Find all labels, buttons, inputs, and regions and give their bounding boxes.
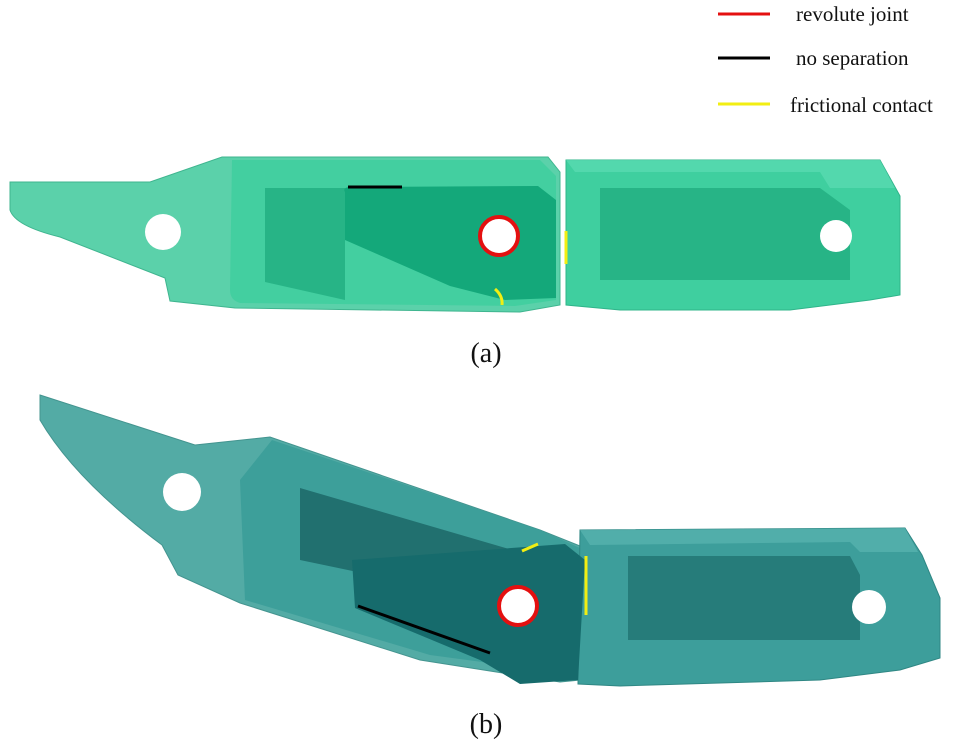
panel-a-revolute-joint bbox=[478, 215, 520, 257]
panel-a-right-hole bbox=[820, 220, 852, 252]
legend-label-revolute-joint: revolute joint bbox=[796, 2, 909, 26]
panel-a-frictional-contact-2 bbox=[493, 287, 504, 306]
panel-b-diagram: (b) bbox=[39, 394, 941, 740]
legend-label-no-separation: no separation bbox=[796, 46, 909, 70]
panel-b-tongue bbox=[352, 544, 585, 684]
legend: revolute joint no separation frictional … bbox=[718, 2, 933, 117]
panel-b-caption: (b) bbox=[470, 709, 503, 740]
panel-b-frictional-contact-2 bbox=[521, 542, 539, 553]
panel-a-right-pocket bbox=[600, 188, 850, 280]
panel-b-left-hole bbox=[163, 473, 201, 511]
panel-b-right-pocket bbox=[628, 556, 860, 640]
panel-a-tongue bbox=[344, 186, 556, 300]
panel-a-caption: (a) bbox=[470, 338, 501, 369]
panel-b-right-link-highlight bbox=[580, 528, 918, 552]
panel-a-diagram: (a) bbox=[9, 156, 901, 369]
panel-b-right-hole bbox=[852, 590, 886, 624]
panel-b-no-separation-line bbox=[357, 604, 491, 655]
panel-a-right-link-highlight bbox=[566, 160, 895, 188]
panel-a-left-hole bbox=[145, 214, 181, 250]
legend-label-frictional-contact: frictional contact bbox=[790, 93, 933, 117]
panel-a-left-pocket bbox=[265, 188, 345, 300]
panel-b-revolute-joint bbox=[497, 585, 539, 627]
